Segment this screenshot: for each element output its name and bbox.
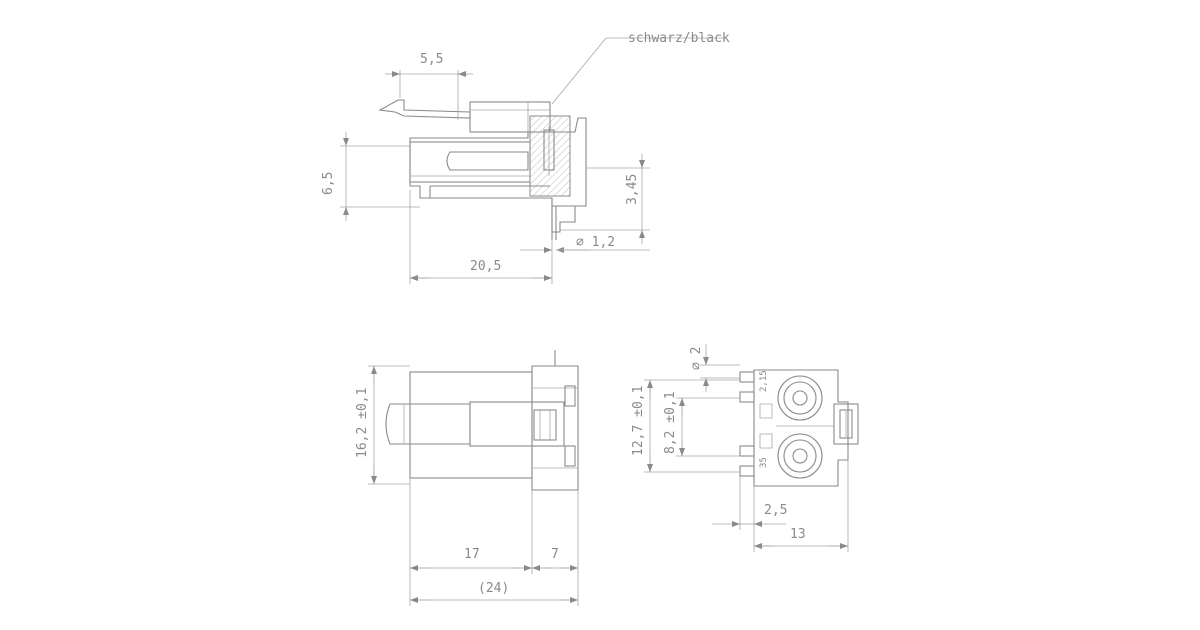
hatched-section — [529, 115, 571, 197]
dim-overall: (24) — [478, 581, 509, 596]
latch-arm — [378, 99, 471, 119]
end-view: 2,15 35 ∅ 2 12,7 ±0,1 8,2 ±0,1 2,5 — [631, 344, 859, 552]
material-callout: schwarz/black — [628, 31, 730, 46]
dim-length: 20,5 — [470, 259, 501, 274]
contact-upper-hole — [792, 390, 808, 406]
dim-width: 13 — [790, 527, 806, 542]
dim-height-side: 6,5 — [321, 172, 336, 195]
contact-upper-outer — [777, 375, 823, 421]
material-callout-leader — [551, 37, 724, 105]
dim-small-a: 2,15 — [759, 370, 769, 392]
dim-body: 17 — [464, 547, 480, 562]
contact-pin — [446, 151, 529, 171]
dim-height-bottom: 16,2 ±0,1 — [355, 388, 370, 458]
bottom-flange — [531, 365, 579, 491]
bottom-pin — [385, 403, 471, 445]
bottom-view: 16,2 ±0,1 17 7 (24) — [355, 350, 579, 606]
side-view: 5,5 schwarz/black 6,5 3,45 ∅ 1,2 20,5 — [321, 31, 730, 284]
dim-pitch: 8,2 ±0,1 — [663, 391, 678, 454]
dim-hole-diameter: ∅ 2 — [689, 347, 704, 370]
dim-top-width: 5,5 — [420, 52, 443, 67]
bottom-body — [409, 371, 533, 479]
dim-pin-diameter: ∅ 1,2 — [576, 235, 615, 250]
dim-small-b: 35 — [759, 457, 769, 468]
dim-offset: 2,5 — [764, 503, 787, 518]
contact-lower-hole — [792, 448, 808, 464]
contact-lower-outer — [777, 433, 823, 479]
dim-outer: 12,7 ±0,1 — [631, 386, 646, 456]
end-latch — [833, 403, 859, 445]
dim-pin-offset: 3,45 — [625, 174, 640, 205]
dim-flange: 7 — [551, 547, 559, 562]
